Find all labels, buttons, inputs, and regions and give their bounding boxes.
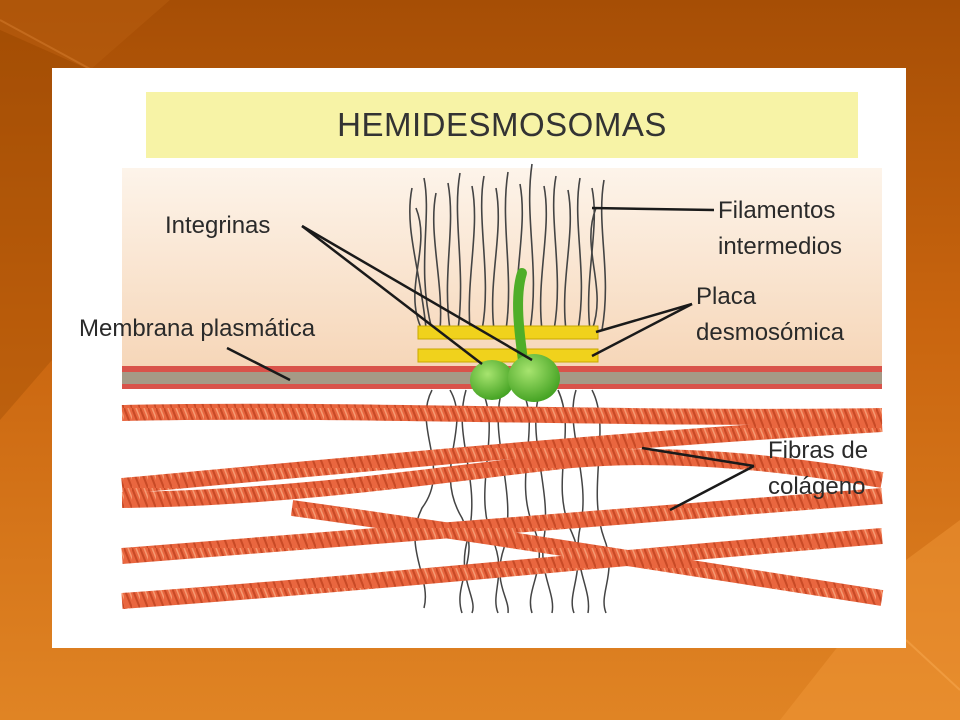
integrin-proteins <box>470 268 560 402</box>
label-membrana-plasmatica: Membrana plasmática <box>79 315 316 342</box>
label-placa: Placa <box>696 283 757 310</box>
integrin-left <box>470 360 514 400</box>
label-fibras-de: Fibras de <box>768 437 868 464</box>
title-band: HEMIDESMOSOMAS <box>146 92 858 158</box>
pointer-lines <box>226 206 755 512</box>
diagram-panel: Integrinas Membrana plasmática Filamento… <box>52 68 906 648</box>
label-intermedios: intermedios <box>718 233 842 260</box>
labels: Integrinas Membrana plasmática Filamento… <box>79 197 868 500</box>
label-integrinas: Integrinas <box>165 212 270 239</box>
label-colageno: colágeno <box>768 473 865 500</box>
label-filamentos: Filamentos <box>718 197 835 224</box>
desmosomal-plaque <box>417 325 599 363</box>
label-desmosomica: desmosómica <box>696 319 845 346</box>
integrin-right <box>508 354 560 402</box>
anchoring-filaments <box>414 389 610 614</box>
collagen-fibers <box>121 403 884 609</box>
diagram-title: HEMIDESMOSOMAS <box>337 106 667 143</box>
hemidesmosome-illustration: Integrinas Membrana plasmática Filamento… <box>79 163 884 614</box>
